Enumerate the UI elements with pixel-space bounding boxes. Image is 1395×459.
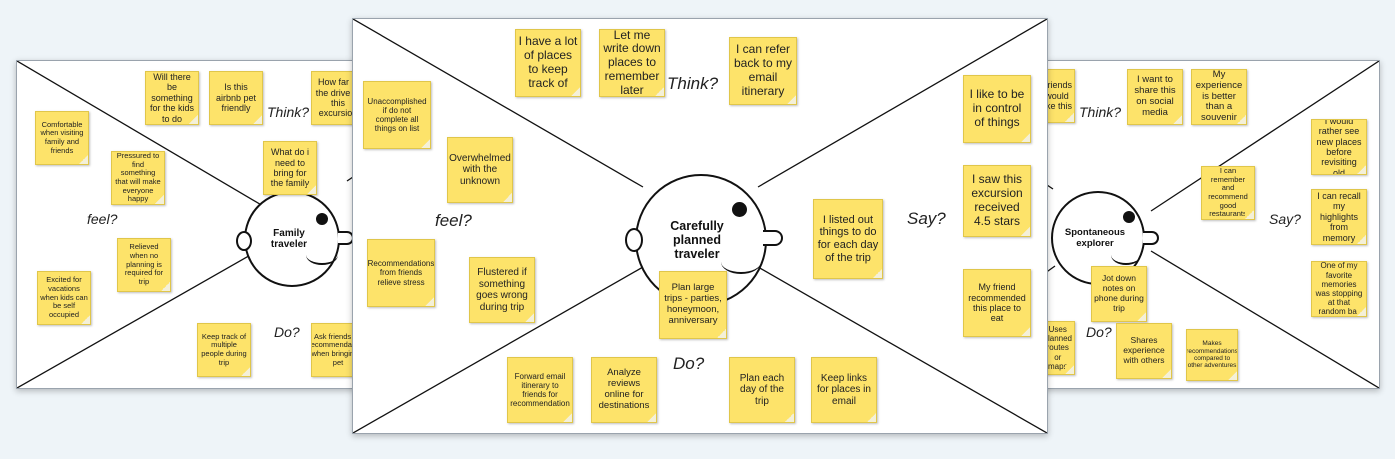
persona-label: Family traveler — [270, 228, 308, 250]
sticky-note[interactable]: Pressured to find something that will ma… — [111, 151, 165, 205]
smile-icon — [1111, 245, 1141, 265]
sticky-note[interactable]: My friend recommended this place to eat — [963, 269, 1031, 337]
empathy-map-careful: Think? feel? Say? Do? Carefully planned … — [352, 18, 1048, 434]
sticky-note[interactable]: Excited for vacations when kids can be s… — [37, 271, 91, 325]
sticky-note[interactable]: Jot down notes on phone during trip — [1091, 266, 1147, 322]
sticky-note[interactable]: I have a lot of places to keep track of — [515, 29, 581, 97]
sticky-note[interactable]: I saw this excursion received 4.5 stars — [963, 165, 1031, 237]
quadrant-think-label: Think? — [267, 104, 310, 120]
empathy-map-family: Think? feel? Do? Family traveler Will th… — [16, 60, 366, 389]
quadrant-do-label: Do? — [274, 324, 300, 340]
sticky-note[interactable]: Makes recommendations compared to other … — [1186, 329, 1238, 381]
sticky-note[interactable]: I can remember and recommend good restau… — [1201, 166, 1255, 220]
quadrant-do-label: Do? — [673, 354, 705, 373]
sticky-note[interactable]: Let me write down places to remember lat… — [599, 29, 665, 97]
empathy-map-spontaneous: Think? Say? Do? Spontaneous explorer Fri… — [1040, 60, 1380, 389]
quadrant-feel-label: feel? — [87, 211, 118, 227]
ear-icon — [236, 231, 252, 251]
sticky-note[interactable]: Shares experience with others — [1116, 323, 1172, 379]
quadrant-think-label: Think? — [667, 74, 719, 93]
persona-label: Carefully planned traveler — [670, 219, 724, 261]
persona-face: Family traveler — [236, 191, 354, 287]
smile-icon — [306, 245, 338, 265]
sticky-note[interactable]: Forward email itinerary to friends for r… — [507, 357, 573, 423]
sticky-note[interactable]: Plan large trips - parties, honeymoon, a… — [659, 271, 727, 339]
quadrant-say-label: Say? — [1269, 211, 1301, 227]
sticky-note[interactable]: Flustered if something goes wrong during… — [469, 257, 535, 323]
sticky-note[interactable]: I listed out things to do for each day o… — [813, 199, 883, 279]
sticky-note[interactable]: I would rather see new places before rev… — [1311, 119, 1367, 175]
sticky-note[interactable]: Plan each day of the trip — [729, 357, 795, 423]
sticky-note[interactable]: My experience is better than a souvenir — [1191, 69, 1247, 125]
sticky-note[interactable]: Is this airbnb pet friendly — [209, 71, 263, 125]
sticky-note[interactable]: One of my favorite memories was stopping… — [1311, 261, 1367, 317]
sticky-note[interactable]: Keep track of multiple people during tri… — [197, 323, 251, 377]
sticky-note[interactable]: What do i need to bring for the family — [263, 141, 317, 195]
nose-icon — [1143, 231, 1159, 245]
sticky-note[interactable]: Will there be something for the kids to … — [145, 71, 199, 125]
eye-icon — [732, 202, 747, 217]
sticky-note[interactable]: Comfortable when visiting family and fri… — [35, 111, 89, 165]
sticky-note[interactable]: Recommendations from friends relieve str… — [367, 239, 435, 307]
sticky-note[interactable]: Relieved when no planning is required fo… — [117, 238, 171, 292]
quadrant-lines — [353, 19, 1047, 433]
sticky-note[interactable]: I want to share this on social media — [1127, 69, 1183, 125]
nose-icon — [763, 230, 783, 246]
eye-icon — [1123, 211, 1135, 223]
quadrant-feel-label: feel? — [435, 211, 472, 230]
ear-icon — [625, 228, 643, 252]
sticky-note[interactable]: Unaccomplished if do not complete all th… — [363, 81, 431, 149]
persona-face: Carefully planned traveler — [625, 174, 783, 306]
sticky-note[interactable]: I like to be in control of things — [963, 75, 1031, 143]
sticky-note[interactable]: I can refer back to my email itinerary — [729, 37, 797, 105]
quadrant-think-label: Think? — [1079, 104, 1122, 120]
sticky-note[interactable]: Analyze reviews online for destinations — [591, 357, 657, 423]
smile-icon — [721, 250, 761, 274]
persona-label: Spontaneous explorer — [1064, 227, 1126, 249]
eye-icon — [316, 213, 328, 225]
sticky-note[interactable]: I can recall my highlights from memory — [1311, 189, 1367, 245]
sticky-note[interactable]: Keep links for places in email — [811, 357, 877, 423]
quadrant-say-label: Say? — [907, 209, 946, 228]
quadrant-do-label: Do? — [1086, 324, 1112, 340]
sticky-note[interactable]: Overwhelmed with the unknown — [447, 137, 513, 203]
